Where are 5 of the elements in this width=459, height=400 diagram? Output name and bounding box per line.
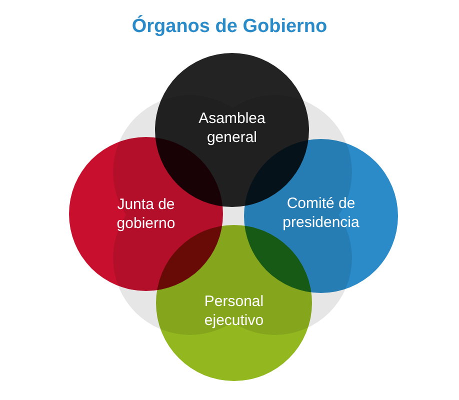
circle-label: Junta de gobierno (116, 195, 176, 233)
circle-label: Comité de presidencia (282, 194, 360, 232)
diagram-title: Órganos de Gobierno (132, 14, 328, 39)
circle-label: Personal ejecutivo (203, 292, 265, 330)
circle-label: Asamblea general (198, 109, 266, 147)
